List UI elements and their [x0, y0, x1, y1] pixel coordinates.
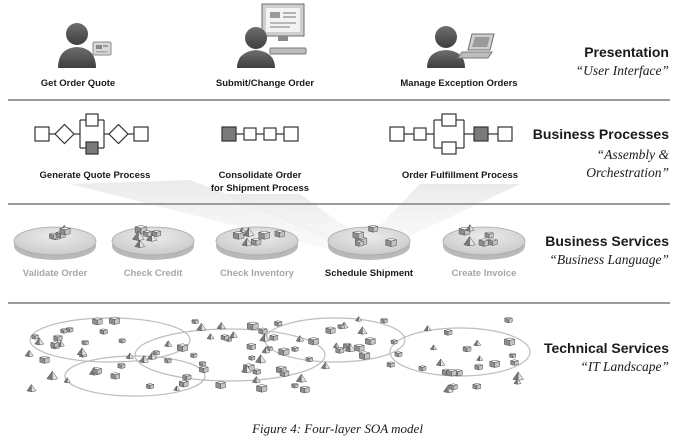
service-platform-disc — [111, 225, 195, 260]
process-flow-consolidate-order — [221, 126, 299, 142]
process-label-consolidate-line1: Consolidate Order — [218, 170, 302, 181]
process-label-generate-quote: Generate Quote Process — [39, 170, 151, 181]
laptop-icon — [457, 33, 495, 59]
desktop-monitor-icon — [261, 3, 307, 55]
service-label-check-inventory: Check Inventory — [220, 268, 294, 279]
layer-subtitle-business-processes-line1: “Assembly & — [596, 147, 669, 162]
layer-subtitle-technical-services: “IT Landscape” — [580, 359, 669, 374]
figure-caption: Figure 4: Four-layer SOA model — [252, 421, 423, 436]
card-reader-icon — [92, 41, 112, 56]
layer-title-business-services: Business Services — [545, 233, 669, 249]
actor-label-manage-exception-orders: Manage Exception Orders — [400, 78, 518, 89]
service-platforms — [13, 223, 526, 260]
process-flow-order-fulfillment — [389, 113, 513, 155]
separator-processes — [8, 203, 670, 205]
process-flow-generate-quote — [34, 113, 149, 155]
separator-services — [8, 302, 670, 304]
service-label-create-invoice: Create Invoice — [451, 268, 517, 279]
actor-submit-change-order — [237, 3, 307, 68]
process-label-order-fulfillment: Order Fulfillment Process — [401, 170, 519, 181]
separator-presentation — [8, 99, 670, 101]
actor-get-order-quote — [58, 23, 112, 68]
service-platform-disc — [327, 224, 411, 260]
actor-label-get-order-quote: Get Order Quote — [40, 78, 116, 89]
actor-manage-exception-orders — [427, 26, 495, 68]
layer-title-presentation: Presentation — [584, 44, 669, 60]
layer-subtitle-presentation: “User Interface” — [575, 63, 669, 78]
service-platform-disc — [13, 224, 97, 260]
layer-subtitle-business-services: “Business Language” — [549, 252, 669, 267]
process-label-consolidate-line2: for Shipment Process — [210, 183, 310, 194]
service-platform-disc — [442, 223, 526, 260]
layer-title-technical-services: Technical Services — [543, 340, 669, 356]
service-label-validate-order: Validate Order — [22, 268, 88, 279]
service-label-schedule-shipment: Schedule Shipment — [324, 268, 414, 279]
technical-landscape — [24, 315, 531, 397]
actor-label-submit-change-order: Submit/Change Order — [215, 78, 315, 89]
layer-subtitle-business-processes-line2: Orchestration” — [586, 165, 669, 180]
layer-title-business-processes: Business Processes — [532, 126, 669, 142]
service-label-check-credit: Check Credit — [123, 268, 183, 279]
service-platform-disc — [215, 226, 299, 260]
